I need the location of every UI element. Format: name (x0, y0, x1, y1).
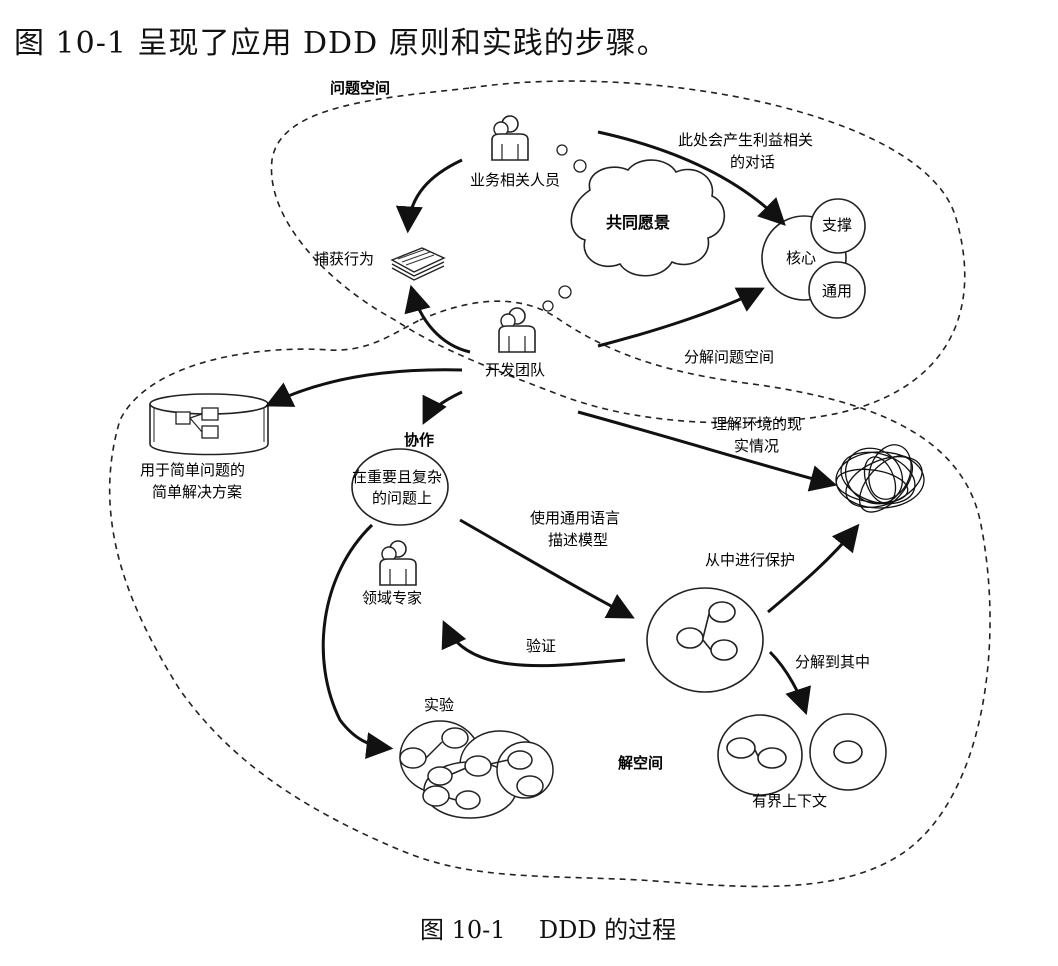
document-stack-icon (390, 247, 446, 281)
value-conversation-label-1: 此处会产生利益相关 (678, 131, 813, 149)
subdomain-circles (761, 198, 866, 319)
caption-number: 图 10-1 (420, 916, 506, 944)
thought-bubbles (542, 144, 587, 312)
value-conversation-label-2: 的对话 (730, 153, 775, 171)
caption-title: DDD 的过程 (538, 916, 677, 944)
supporting-label: 支撑 (822, 216, 852, 234)
ubiquitous-language-label-2: 描述模型 (548, 531, 608, 549)
generic-label: 通用 (822, 282, 852, 300)
process-arrows (265, 130, 860, 760)
reality-scribble (835, 444, 925, 513)
database-icon (149, 393, 269, 456)
intro-sentence: 图 10-1 呈现了应用 DDD 原则和实践的步骤。 (14, 26, 668, 61)
shared-vision-label: 共同愿景 (606, 213, 670, 232)
bounded-context-circles (717, 713, 887, 796)
solution-space-label: 解空间 (618, 754, 663, 772)
problem-space-boundary (270, 80, 966, 424)
arrow-model-bounded (768, 650, 811, 716)
arrow-stakeholders-core (597, 130, 786, 226)
experiment-label: 实验 (424, 696, 454, 714)
focus-circle (351, 448, 449, 526)
stakeholders-label: 业务相关人员 (470, 171, 560, 189)
focus-label-1: 在重要且复杂 (352, 468, 442, 486)
decompose-into-label: 分解到其中 (795, 653, 870, 671)
arrow-model-reality (767, 523, 860, 614)
arrow-focus-model (459, 518, 635, 619)
arrow-focus-experiment (321, 523, 394, 760)
experiment-cluster (399, 720, 554, 819)
core-label: 核心 (786, 249, 816, 267)
ubiquitous-language-label-1: 使用通用语言 (530, 509, 620, 527)
stakeholders-person-icon (491, 115, 529, 161)
solution-space-boundary (108, 300, 991, 888)
focus-label-2: 的问题上 (372, 489, 432, 507)
problem-space-label: 问题空间 (330, 79, 390, 97)
capture-behavior-label: 捕获行为 (314, 250, 374, 268)
dev-team-person-icon (498, 307, 536, 353)
domain-experts-label: 领域专家 (362, 589, 422, 607)
protect-label: 从中进行保护 (705, 551, 795, 569)
arrow-team-database (265, 368, 463, 407)
validate-label: 验证 (526, 637, 556, 655)
collaborate-label: 协作 (404, 431, 434, 449)
simple-solution-label-2: 简单解决方案 (152, 483, 242, 501)
arrow-team-capture (404, 284, 471, 354)
arrow-team-reality (577, 410, 838, 492)
dev-team-label: 开发团队 (485, 361, 545, 379)
understand-reality-label-2: 实情况 (734, 437, 779, 455)
domain-experts-person-icon (379, 540, 417, 586)
shared-vision-cloud (570, 159, 726, 277)
simple-solution-label-1: 用于简单问题的 (140, 461, 245, 479)
arrow-model-experts (441, 620, 626, 668)
understand-reality-label-1: 理解环境的现 (712, 415, 802, 433)
decompose-problem-label: 分解问题空间 (684, 348, 774, 366)
arrow-team-collaborate (422, 390, 463, 425)
bounded-context-label: 有界上下文 (752, 792, 827, 810)
arrow-stakeholders-capture (395, 158, 463, 234)
model-circle (646, 587, 764, 693)
arrow-team-decompose (597, 287, 765, 348)
figure-caption: 图 10-1 DDD 的过程 (420, 910, 676, 945)
